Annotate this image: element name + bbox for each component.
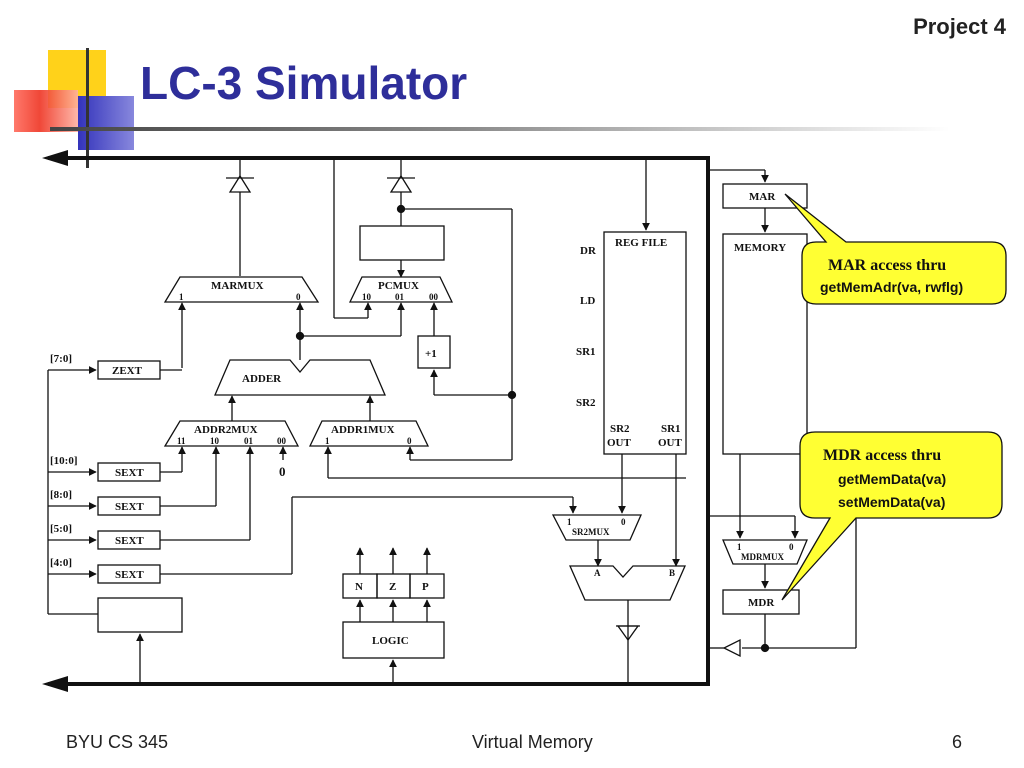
pcmux-in01: 01 <box>395 292 405 302</box>
nzp-n: N <box>355 581 363 593</box>
deco-red-square <box>14 90 78 132</box>
addr2mux-in00: 00 <box>277 436 287 446</box>
addr1mux-label: ADDR1MUX <box>331 424 395 436</box>
memory-block <box>722 233 808 455</box>
mdr-tristate <box>722 638 741 658</box>
footer-left: BYU CS 345 <box>66 732 169 752</box>
mar-callout-line2: getMemAdr(va, rwflg) <box>820 279 963 295</box>
sext-label-4: SEXT <box>115 569 144 581</box>
mdrmux-in1: 1 <box>737 542 742 552</box>
addr2mux <box>163 420 300 447</box>
sr2mux-in0: 0 <box>621 517 626 527</box>
regfile-dr: DR <box>580 245 597 257</box>
nzp-p: P <box>422 581 429 593</box>
bitfield-5-0: [5:0] <box>50 523 72 535</box>
mdr-label: MDR <box>748 597 775 609</box>
mdr-callout <box>781 431 1003 601</box>
mdr-register <box>722 589 800 615</box>
sr2mux-label: SR2MUX <box>572 527 610 537</box>
bitfield-10-0: [10:0] <box>50 455 78 467</box>
bitfield-7-0: [7:0] <box>50 353 72 365</box>
nzp-z: Z <box>389 581 396 593</box>
mdr-callout-line3: setMemData(va) <box>838 494 945 510</box>
regfile-sr2-out-2: OUT <box>607 437 632 449</box>
plus-one-box <box>417 335 451 369</box>
mdrmux <box>722 539 808 565</box>
sext-label-1: SEXT <box>115 467 144 479</box>
regfile-sr2: SR2 <box>576 397 596 409</box>
addr1mux-in0: 0 <box>407 436 412 446</box>
addr2mux-label: ADDR2MUX <box>194 424 258 436</box>
ir-register <box>97 597 183 633</box>
mdrmux-label: MDRMUX <box>741 552 784 562</box>
plus-one-label: +1 <box>425 348 437 360</box>
pcmux <box>348 276 454 303</box>
regfile-sr1-out-2: OUT <box>658 437 683 449</box>
mar-label: MAR <box>749 191 776 203</box>
regfile-title: REG FILE <box>615 237 667 249</box>
bitfield-8-0: [8:0] <box>50 489 72 501</box>
regfile-sr2-out-1: SR2 <box>610 423 630 435</box>
mdr-callout-line1: MDR access thru <box>823 447 941 464</box>
register-file <box>603 231 687 455</box>
footer-center: Virtual Memory <box>472 732 593 752</box>
regfile-ld: LD <box>580 295 595 307</box>
sr2mux-in1: 1 <box>567 517 572 527</box>
slide-title: LC-3 Simulator <box>140 57 468 109</box>
memory-label: MEMORY <box>734 242 786 254</box>
adder <box>214 359 386 396</box>
alu-a: A <box>594 568 601 578</box>
bottom-bus-arrow <box>42 676 68 692</box>
mar-callout <box>784 193 1007 305</box>
deco-vertical-line <box>86 48 89 168</box>
sr2mux <box>551 514 642 541</box>
mdrmux-in0: 0 <box>789 542 794 552</box>
regfile-sr1: SR1 <box>576 346 596 358</box>
logic-label: LOGIC <box>372 635 409 647</box>
page-number: 6 <box>952 732 963 752</box>
mar-callout-line1: MAR access thru <box>828 257 946 274</box>
pcmux-in00: 00 <box>429 292 439 302</box>
addr2mux-in01: 01 <box>244 436 254 446</box>
logic-box <box>342 621 445 659</box>
marmux-in1: 1 <box>179 292 184 302</box>
marmux <box>163 276 320 303</box>
project-label: Project 4 <box>913 14 1006 39</box>
addr2mux-zero: 0 <box>279 464 286 479</box>
marmux-label: MARMUX <box>211 280 264 292</box>
zext-label: ZEXT <box>112 365 143 377</box>
addr2mux-in11: 11 <box>177 436 186 446</box>
alu <box>569 565 686 601</box>
mdr-callout-line2: getMemData(va) <box>838 471 946 487</box>
addr2mux-in10: 10 <box>210 436 220 446</box>
pcmux-label: PCMUX <box>378 280 419 292</box>
marmux-in0: 0 <box>296 292 301 302</box>
regfile-sr1-out-1: SR1 <box>661 423 681 435</box>
bitfield-4-0: [4:0] <box>50 557 72 569</box>
alu-b: B <box>669 568 675 578</box>
sext-label-2: SEXT <box>115 501 144 513</box>
sext-label-3: SEXT <box>115 535 144 547</box>
adder-label: ADDER <box>242 373 282 385</box>
pc-register <box>359 225 445 261</box>
pcmux-in10: 10 <box>362 292 372 302</box>
addr1mux-in1: 1 <box>325 436 330 446</box>
addr1mux <box>308 420 430 447</box>
top-bus-arrow <box>42 150 68 166</box>
title-underline <box>50 127 950 131</box>
